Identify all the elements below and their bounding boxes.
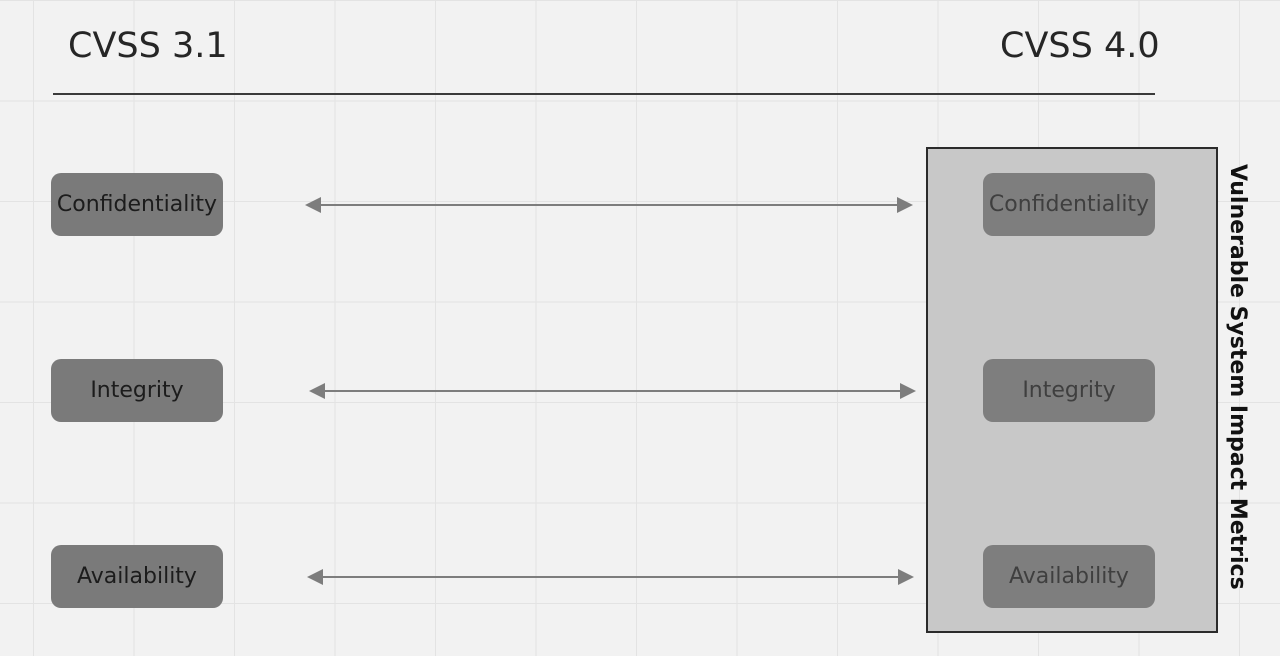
cvss40-confidentiality-node[interactable]: Confidentiality	[983, 173, 1155, 236]
cvss31-confidentiality-node[interactable]: Confidentiality	[51, 173, 223, 236]
integrity-mapping-arrow	[309, 383, 916, 399]
cvss40-availability-node[interactable]: Availability	[983, 545, 1155, 608]
group-label: Vulnerable System Impact Metrics	[1225, 164, 1250, 590]
cvss31-integrity-node[interactable]: Integrity	[51, 359, 223, 422]
header-divider	[53, 93, 1155, 95]
confidentiality-mapping-arrow	[305, 197, 913, 213]
cvss31-availability-node[interactable]: Availability	[51, 545, 223, 608]
cvss-31-heading: CVSS 3.1	[68, 26, 228, 66]
cvss-40-heading: CVSS 4.0	[1000, 26, 1160, 66]
cvss40-integrity-node[interactable]: Integrity	[983, 359, 1155, 422]
availability-mapping-arrow	[307, 569, 914, 585]
